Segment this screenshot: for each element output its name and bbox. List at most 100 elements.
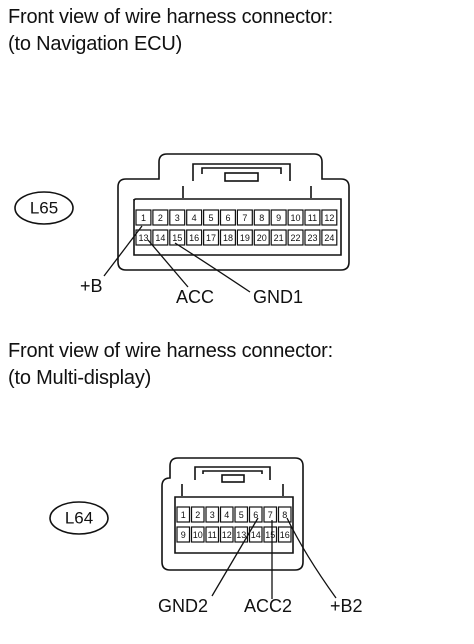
pin-cavity xyxy=(321,209,338,226)
pin-cavity xyxy=(234,506,249,523)
pin-number: 23 xyxy=(307,233,317,243)
pin-number: 10 xyxy=(291,213,301,223)
connector-l64-latch-inner xyxy=(202,470,263,474)
pin-number: 11 xyxy=(208,530,217,540)
pin-number: 4 xyxy=(192,213,197,223)
pin-number: 18 xyxy=(223,233,233,243)
pin-cavity xyxy=(321,229,338,246)
connector-l65-housing xyxy=(117,153,350,271)
pin-cavity xyxy=(219,506,234,523)
pin-number: 6 xyxy=(225,213,230,223)
section-1-heading-line1: Front view of wire harness connector: xyxy=(8,6,333,28)
pin-cavity xyxy=(152,209,169,226)
connector-l64-code-ellipse xyxy=(49,501,109,535)
pin-cavity xyxy=(263,526,278,543)
pin-cavity xyxy=(203,209,220,226)
pin-number: 9 xyxy=(276,213,281,223)
pin-number: 1 xyxy=(181,510,186,520)
pin-cavity xyxy=(236,209,253,226)
pin-cavity xyxy=(263,506,278,523)
pin-number: 4 xyxy=(224,510,229,520)
pin-number: 13 xyxy=(138,233,148,243)
pin-number: 8 xyxy=(282,510,287,520)
connector-l64-code: L64 xyxy=(65,509,93,528)
pin-number: 5 xyxy=(209,213,214,223)
label-plus-b2: +B2 xyxy=(330,596,363,616)
pin-number: 15 xyxy=(172,233,182,243)
label-acc2: ACC2 xyxy=(244,596,292,616)
pin-number: 24 xyxy=(324,233,334,243)
pin-number: 19 xyxy=(240,233,250,243)
pin-number: 7 xyxy=(268,510,273,520)
leader-gnd1 xyxy=(174,242,251,293)
pin-number: 16 xyxy=(280,530,290,540)
pin-cavity xyxy=(277,526,292,543)
pin-cavity xyxy=(135,209,152,226)
connector-l65-latch-tab xyxy=(224,172,259,182)
connector-l64-code-badge: L64 xyxy=(49,501,109,535)
pin-cavity xyxy=(169,209,186,226)
pin-number: 1 xyxy=(141,213,146,223)
connector-l64-leaders xyxy=(211,517,337,599)
label-gnd2: GND2 xyxy=(158,596,208,616)
pin-cavity xyxy=(219,229,236,246)
pin-cavity xyxy=(186,229,203,246)
pin-number: 13 xyxy=(236,530,246,540)
pin-number: 3 xyxy=(175,213,180,223)
connector-l64 xyxy=(161,457,304,571)
pin-cavity xyxy=(152,229,169,246)
pin-cavity xyxy=(186,209,203,226)
connector-l64-face xyxy=(174,496,294,554)
pin-cavity xyxy=(234,526,249,543)
connector-l65-latch xyxy=(192,163,291,181)
leader-gnd2 xyxy=(211,517,259,597)
pin-number: 21 xyxy=(274,233,284,243)
section-1-heading-line2: (to Navigation ECU) xyxy=(8,33,183,55)
connector-l65-latch-inner xyxy=(201,167,282,174)
section-2-heading: Front view of wire harness connector: (t… xyxy=(8,338,333,392)
pin-cavity xyxy=(287,209,304,226)
pin-cavity xyxy=(176,526,191,543)
pin-number: 16 xyxy=(189,233,199,243)
pin-number: 14 xyxy=(251,530,261,540)
pin-cavity xyxy=(253,209,270,226)
section-1-heading: Front view of wire harness connector: (t… xyxy=(8,4,333,58)
pin-cavity xyxy=(176,506,191,523)
connector-l65-code-badge: L65 xyxy=(14,191,74,225)
connector-l65 xyxy=(117,153,350,271)
leader-plus-b2 xyxy=(286,517,337,599)
pin-number: 22 xyxy=(291,233,301,243)
section-2-heading-line1: Front view of wire harness connector: xyxy=(8,340,333,362)
pin-cavity xyxy=(248,526,263,543)
connector-l64-latch-tab xyxy=(221,474,245,483)
pin-cavity xyxy=(253,229,270,246)
pin-cavity xyxy=(205,506,220,523)
label-gnd1: GND1 xyxy=(253,287,303,307)
pin-number: 20 xyxy=(257,233,267,243)
connector-l65-face xyxy=(133,198,342,256)
pin-number: 5 xyxy=(239,510,244,520)
pin-cavity xyxy=(205,526,220,543)
pin-number: 12 xyxy=(324,213,334,223)
connector-l65-code-ellipse xyxy=(14,191,74,225)
connector-l65-leaders xyxy=(103,225,251,293)
leader-plus-b xyxy=(103,225,143,277)
pin-number: 7 xyxy=(242,213,247,223)
pin-number: 14 xyxy=(155,233,165,243)
pin-number: 17 xyxy=(206,233,216,243)
pin-cavity xyxy=(203,229,220,246)
label-acc: ACC xyxy=(176,287,214,307)
pin-cavity xyxy=(190,506,205,523)
pin-cavity xyxy=(219,209,236,226)
section-2-heading-line2: (to Multi-display) xyxy=(8,367,152,389)
pin-number: 10 xyxy=(193,530,203,540)
pin-cavity xyxy=(304,229,321,246)
connector-l64-housing xyxy=(161,457,304,571)
pin-number: 11 xyxy=(308,213,317,223)
pin-cavity xyxy=(304,209,321,226)
pin-number: 2 xyxy=(158,213,163,223)
pin-cavity xyxy=(236,229,253,246)
leader-acc xyxy=(147,239,189,288)
